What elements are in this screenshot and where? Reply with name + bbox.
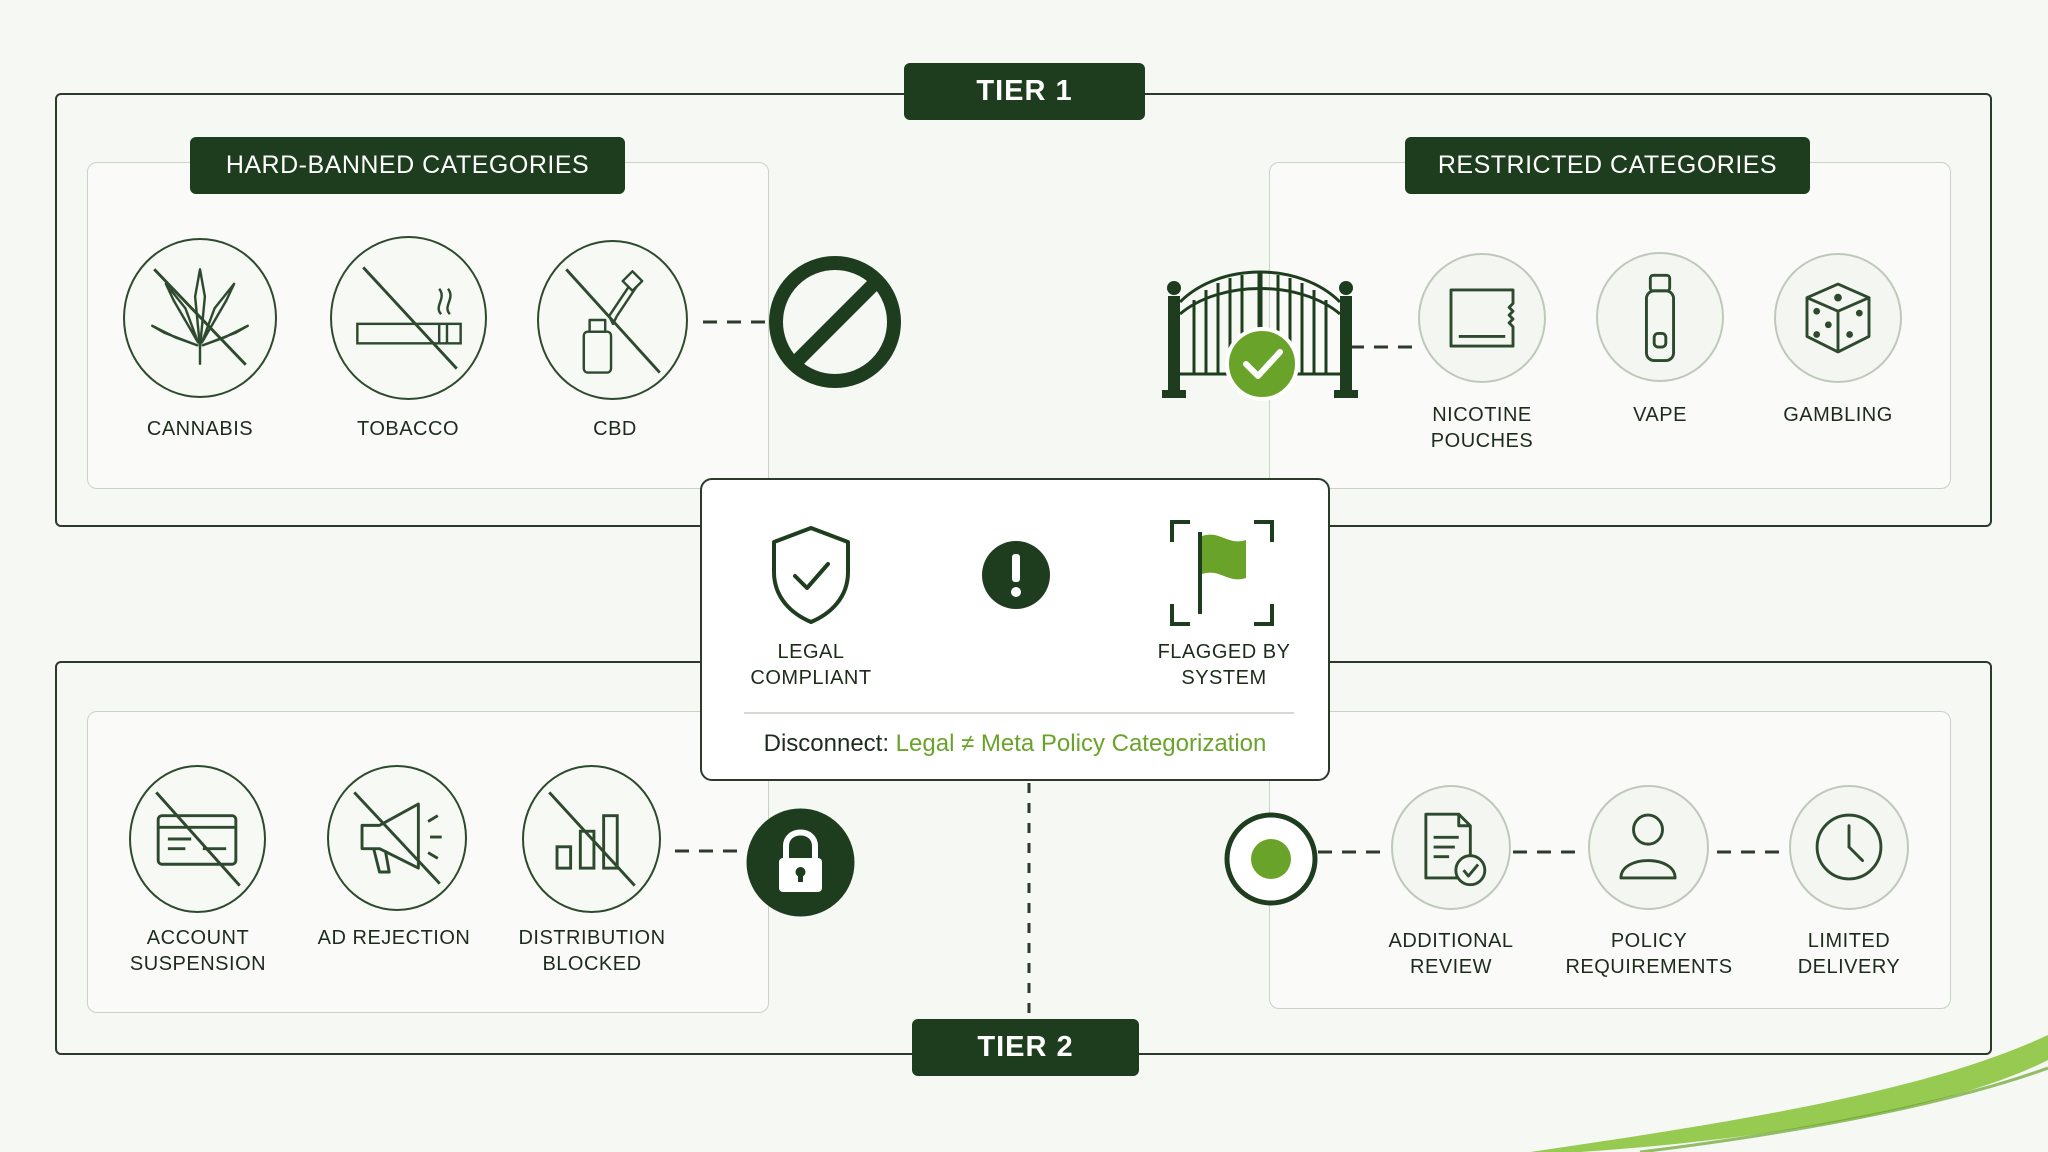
decorative-swoosh (1530, 1035, 2048, 1152)
ad-rejection-label: AD REJECTION (317, 927, 471, 949)
hard-banned-title: HARD-BANNED CATEGORIES (190, 137, 625, 194)
cigarette-icon (330, 236, 487, 400)
cannabis-icon (123, 238, 277, 398)
card-divider (744, 712, 1294, 714)
legal-compliant-label: LEGAL COMPLIANT (750, 641, 872, 689)
account-suspension-label: ACCOUNT SUSPENSION (129, 927, 267, 975)
vape-icon (1596, 252, 1724, 382)
clock-icon (1789, 785, 1909, 910)
vape-label: VAPE (1633, 404, 1687, 426)
gambling-label: GAMBLING (1783, 404, 1893, 426)
nicotine-pouches-label: NICOTINE POUCHES (1430, 404, 1534, 452)
limited-delivery-label: LIMITED DELIVERY (1797, 930, 1901, 978)
cbd-label: CBD (593, 418, 637, 440)
disconnect-text: Legal ≠ Meta Policy Categorization (895, 730, 1267, 757)
disconnect-statement: Disconnect: Legal ≠ Meta Policy Categori… (702, 730, 1328, 758)
document-check-icon (1391, 785, 1511, 910)
dice-icon (1774, 253, 1902, 383)
user-icon (1588, 785, 1709, 910)
policy-requirements-label: POLICY REQUIREMENTS (1565, 930, 1733, 978)
lock-icon (746, 806, 855, 919)
additional-review-label: ADDITIONAL REVIEW (1388, 930, 1514, 978)
megaphone-icon (327, 765, 467, 911)
tier1-label: TIER 1 (904, 63, 1145, 120)
pouch-icon (1418, 253, 1546, 383)
restricted-title: RESTRICTED CATEGORIES (1405, 137, 1810, 194)
bar-chart-icon (522, 765, 661, 913)
alert-icon (981, 540, 1051, 610)
distribution-blocked-label: DISTRIBUTION BLOCKED (518, 927, 666, 975)
flag-icon (1168, 518, 1276, 628)
center-disconnect-card: LEGAL COMPLIANT FLAGGED BY SYSTEM Discon… (700, 478, 1330, 781)
status-dot-icon (1224, 810, 1318, 908)
dropper-bottle-icon (537, 240, 688, 400)
gate-check-icon (1160, 262, 1360, 402)
disconnect-prefix: Disconnect: (763, 730, 889, 757)
flagged-by-system-label: FLAGGED BY SYSTEM (1157, 641, 1291, 689)
tier2-label: TIER 2 (912, 1019, 1139, 1076)
card-icon (129, 765, 266, 913)
shield-check-icon (766, 522, 856, 626)
tobacco-label: TOBACCO (356, 418, 460, 440)
prohibited-icon (766, 252, 904, 393)
cannabis-label: CANNABIS (146, 418, 254, 440)
